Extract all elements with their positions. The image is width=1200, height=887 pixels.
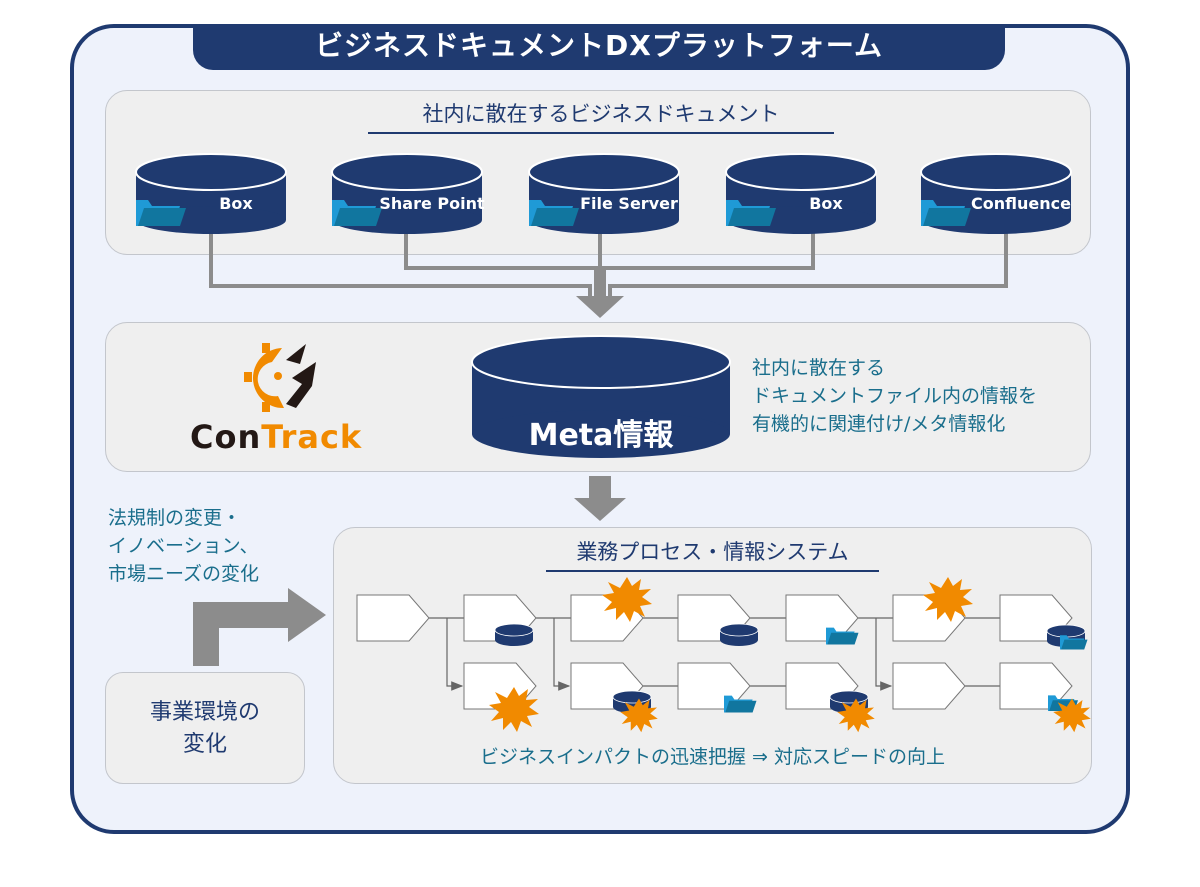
impact-burst-icon	[837, 698, 875, 733]
source-database-icon	[331, 153, 483, 234]
down-arrow-sources	[576, 296, 624, 318]
logo-text-track: Track	[261, 418, 363, 456]
source-label: File Server	[580, 194, 678, 213]
process-panel	[333, 527, 1092, 784]
database-icon	[494, 623, 534, 647]
impact-burst-icon	[489, 687, 539, 732]
source-label: Box	[809, 194, 843, 213]
environment-box-label: 事業環境の 変化	[105, 697, 305, 761]
sources-heading: 社内に散在するビジネスドキュメント	[368, 98, 834, 134]
process-step	[892, 662, 966, 710]
driver-line: 市場ニーズの変化	[108, 563, 260, 585]
environment-drivers: 法規制の変更・ イノベーション、 市場ニーズの変化	[108, 504, 259, 588]
process-connectors	[429, 617, 1000, 691]
contrack-logo-text: ConTrack	[190, 418, 362, 456]
process-heading: 業務プロセス・情報システム	[546, 536, 879, 572]
meta-database-icon	[471, 335, 731, 458]
source-connectors	[209, 225, 1008, 298]
page-title: ビジネスドキュメントDXプラットフォーム	[193, 24, 1005, 70]
meta-database-label: Meta情報	[528, 418, 674, 453]
driver-line: 法規制の変更・	[108, 507, 242, 529]
meta-description-line: ドキュメントファイル内の情報を	[752, 385, 1038, 407]
down-arrow-meta	[574, 476, 626, 521]
environment-arrow	[193, 588, 326, 666]
contrack-logo-icon	[244, 343, 316, 412]
source-label: Confluence	[971, 194, 1071, 213]
source-database-icon	[528, 153, 680, 234]
impact-burst-icon	[1053, 698, 1091, 733]
source-label: Box	[219, 194, 253, 213]
database-icon	[719, 623, 759, 647]
process-footer: ビジネスインパクトの迅速把握 ⇒ 対応スピードの向上	[479, 746, 945, 768]
meta-description: 社内に散在する ドキュメントファイル内の情報を 有機的に関連付け/メタ情報化	[752, 354, 1037, 438]
process-step	[356, 594, 430, 642]
environment-box	[105, 672, 305, 784]
meta-description-line: 社内に散在する	[752, 357, 886, 379]
environment-label-line: 変化	[182, 732, 227, 757]
environment-label-line: 事業環境の	[149, 700, 260, 725]
impact-burst-icon	[620, 698, 658, 733]
logo-text-con: Con	[190, 418, 262, 456]
process-step	[785, 594, 859, 642]
source-label: Share Point	[379, 194, 485, 213]
driver-line: イノベーション、	[108, 535, 259, 557]
meta-description-line: 有機的に関連付け/メタ情報化	[752, 413, 1006, 435]
folder-icon	[724, 695, 757, 713]
